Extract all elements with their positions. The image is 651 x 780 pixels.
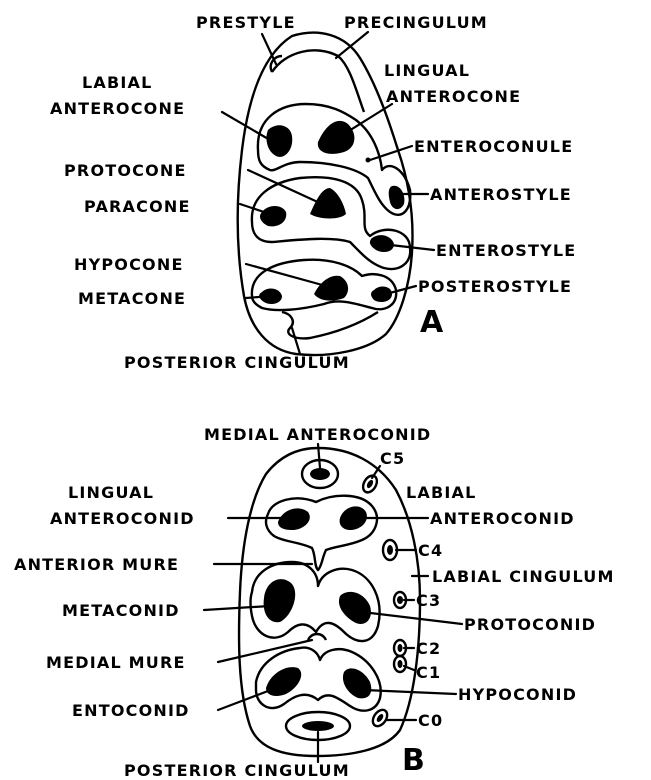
- c2-cusp: [398, 644, 403, 652]
- panel-b-lower-molar: MEDIAL ANTEROCONID C5 LINGUAL ANTEROCONI…: [14, 425, 615, 780]
- label-posterostyle: POSTEROSTYLE: [418, 277, 572, 296]
- label-c4: C4: [418, 541, 443, 560]
- lingual-anterocone-cusp: [318, 121, 355, 154]
- label-lingual-anteroconid-line1: LINGUAL: [68, 483, 154, 502]
- label-labial-anterocone-line1: LABIAL: [82, 73, 153, 92]
- panel-a-upper-molar: PRESTYLE PRECINGULUM LABIAL ANTEROCONE L…: [50, 13, 576, 372]
- label-metaconid: METACONID: [62, 601, 180, 620]
- label-prestyle: PRESTYLE: [196, 13, 296, 32]
- anterostyle-cusp: [389, 186, 405, 209]
- label-posterior-cingulum-b: POSTERIOR CINGULUM: [124, 761, 350, 780]
- label-enteroconule: ENTEROCONULE: [414, 137, 573, 156]
- lingual-anterocone-leader: [344, 104, 392, 134]
- label-paracone: PARACONE: [84, 197, 191, 216]
- protoconid-cusp: [339, 592, 371, 624]
- label-protoconid: PROTOCONID: [464, 615, 596, 634]
- metaconid-cusp: [264, 579, 296, 622]
- precingulum-leader: [336, 32, 368, 58]
- label-labial-anterocone-line2: ANTEROCONE: [50, 99, 185, 118]
- label-enterostyle: ENTEROSTYLE: [436, 241, 576, 260]
- label-c0: C0: [418, 711, 443, 730]
- label-lingual-anteroconid-line2: ANTEROCONID: [50, 509, 195, 528]
- c0-cusp: [375, 713, 384, 723]
- label-c1: C1: [416, 663, 441, 682]
- label-labial-anteroconid-line1: LABIAL: [406, 483, 477, 502]
- label-anterostyle: ANTEROSTYLE: [430, 185, 572, 204]
- medial-mure-ridge: [308, 634, 326, 640]
- protoconid-leader: [362, 612, 462, 624]
- hypoconid-cusp: [343, 668, 371, 698]
- hypocone-cusp: [314, 276, 348, 301]
- protocone-cusp: [310, 188, 346, 219]
- c3-cusp: [397, 596, 403, 604]
- label-labial-cingulum: LABIAL CINGULUM: [432, 567, 615, 586]
- posterior-cingulum-leader: [292, 328, 300, 354]
- label-c5: C5: [380, 449, 405, 468]
- label-hypocone: HYPOCONE: [74, 255, 184, 274]
- posterior-cingulum-ridge: [282, 312, 378, 338]
- entoconid-cusp: [266, 667, 301, 696]
- label-precingulum: PRECINGULUM: [344, 13, 488, 32]
- hypoconid-leader: [364, 690, 456, 694]
- label-labial-anteroconid-line2: ANTEROCONID: [430, 509, 575, 528]
- label-medial-anteroconid: MEDIAL ANTEROCONID: [204, 425, 431, 444]
- paracone-cusp: [260, 206, 286, 226]
- precingulum-ridge: [272, 50, 364, 112]
- label-hypoconid: HYPOCONID: [458, 685, 577, 704]
- metaconid-leader: [204, 606, 270, 610]
- c1-cusp: [398, 660, 403, 668]
- c4-cusp: [387, 545, 393, 555]
- hypocone-leader: [246, 264, 326, 286]
- c5-cusp: [366, 479, 375, 489]
- label-posterior-cingulum-a: POSTERIOR CINGULUM: [124, 353, 350, 372]
- label-medial-mure: MEDIAL MURE: [46, 653, 186, 672]
- panel-letter-b: B: [402, 743, 425, 778]
- label-metacone: METACONE: [78, 289, 186, 308]
- label-protocone: PROTOCONE: [64, 161, 187, 180]
- lingual-anteroconid-cusp: [278, 508, 310, 530]
- anteroconid-loop: [266, 496, 377, 570]
- label-lingual-anterocone-line1: LINGUAL: [384, 61, 470, 80]
- posterior-cingulum-cusp: [302, 721, 334, 731]
- label-lingual-anterocone-line2: ANTEROCONE: [386, 87, 521, 106]
- label-c3: C3: [416, 591, 441, 610]
- label-c2: C2: [416, 639, 441, 658]
- panel-letter-a: A: [420, 305, 444, 340]
- label-entoconid: ENTOCONID: [72, 701, 190, 720]
- medial-anteroconid-cusp: [310, 468, 330, 480]
- label-anterior-mure: ANTERIOR MURE: [14, 555, 179, 574]
- medial-mure-leader: [218, 640, 312, 662]
